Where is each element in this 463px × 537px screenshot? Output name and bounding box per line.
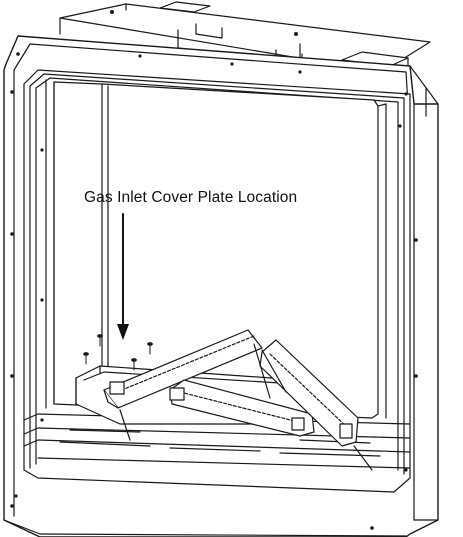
gas-inlet-callout-label: Gas Inlet Cover Plate Location	[84, 189, 298, 206]
burner-log-assembly	[75, 329, 373, 471]
screw-holes	[10, 52, 418, 530]
callout-arrow	[117, 213, 129, 340]
mounting-screws	[83, 334, 153, 371]
